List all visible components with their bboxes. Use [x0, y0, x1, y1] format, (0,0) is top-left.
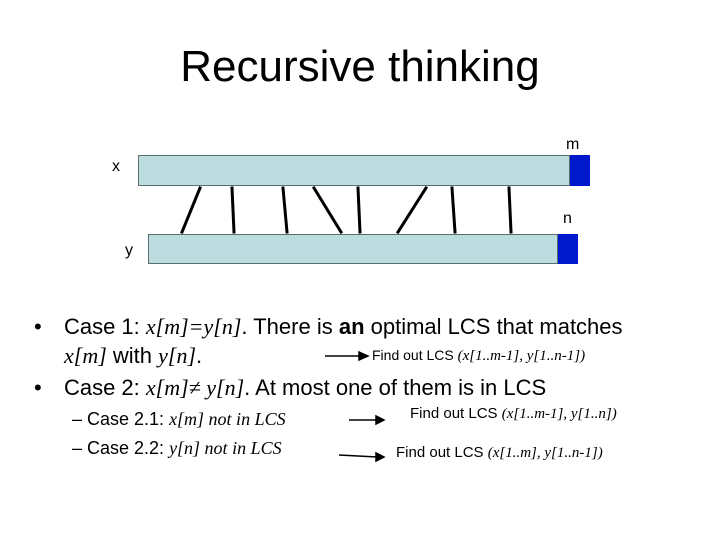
- bullet-case1-line1: • Case 1: x[m]=y[n]. There is an optimal…: [34, 314, 623, 339]
- arrow-case22: [338, 454, 378, 458]
- match-line: [395, 185, 429, 235]
- sequence-y-bar: [148, 234, 558, 264]
- label-x: x: [112, 158, 120, 175]
- case1-result: Find out LCS (x[1..m-1], y[1..n-1]): [372, 347, 586, 364]
- sub-bullet-case22: – Case 2.2: y[n] not in LCS: [72, 438, 282, 458]
- slide-title: Recursive thinking: [180, 42, 540, 91]
- case22-result: Find out LCS (x[1..m], y[1..n-1]): [396, 444, 603, 461]
- match-line: [180, 186, 202, 234]
- arrow-case21-head: [375, 414, 386, 426]
- arrow-case1-head: [358, 350, 370, 362]
- match-line: [311, 185, 344, 235]
- case21-result: Find out LCS (x[1..m-1], y[1..n]): [410, 405, 617, 422]
- sequence-x-bar: [138, 155, 570, 186]
- sequence-x-last-element: [570, 155, 590, 186]
- match-line: [281, 186, 289, 234]
- bullet-dot: •: [34, 375, 42, 400]
- bullet-case2: • Case 2: x[m]≠ y[n]. At most one of the…: [34, 375, 547, 400]
- match-line: [450, 186, 457, 234]
- sequence-y-last-element: [558, 234, 578, 264]
- result-arrows: [325, 350, 386, 463]
- bullet-case1-line2: x[m] with y[n].: [64, 343, 203, 368]
- label-y: y: [125, 242, 133, 259]
- arrow-case22-head: [375, 451, 386, 463]
- bullet-dot: •: [34, 314, 42, 339]
- sub-bullet-case21: – Case 2.1: x[m] not in LCS: [72, 409, 286, 429]
- label-m: m: [566, 136, 580, 153]
- match-line: [507, 186, 513, 234]
- match-line: [230, 186, 236, 234]
- label-n: n: [563, 210, 572, 227]
- match-line: [356, 186, 362, 234]
